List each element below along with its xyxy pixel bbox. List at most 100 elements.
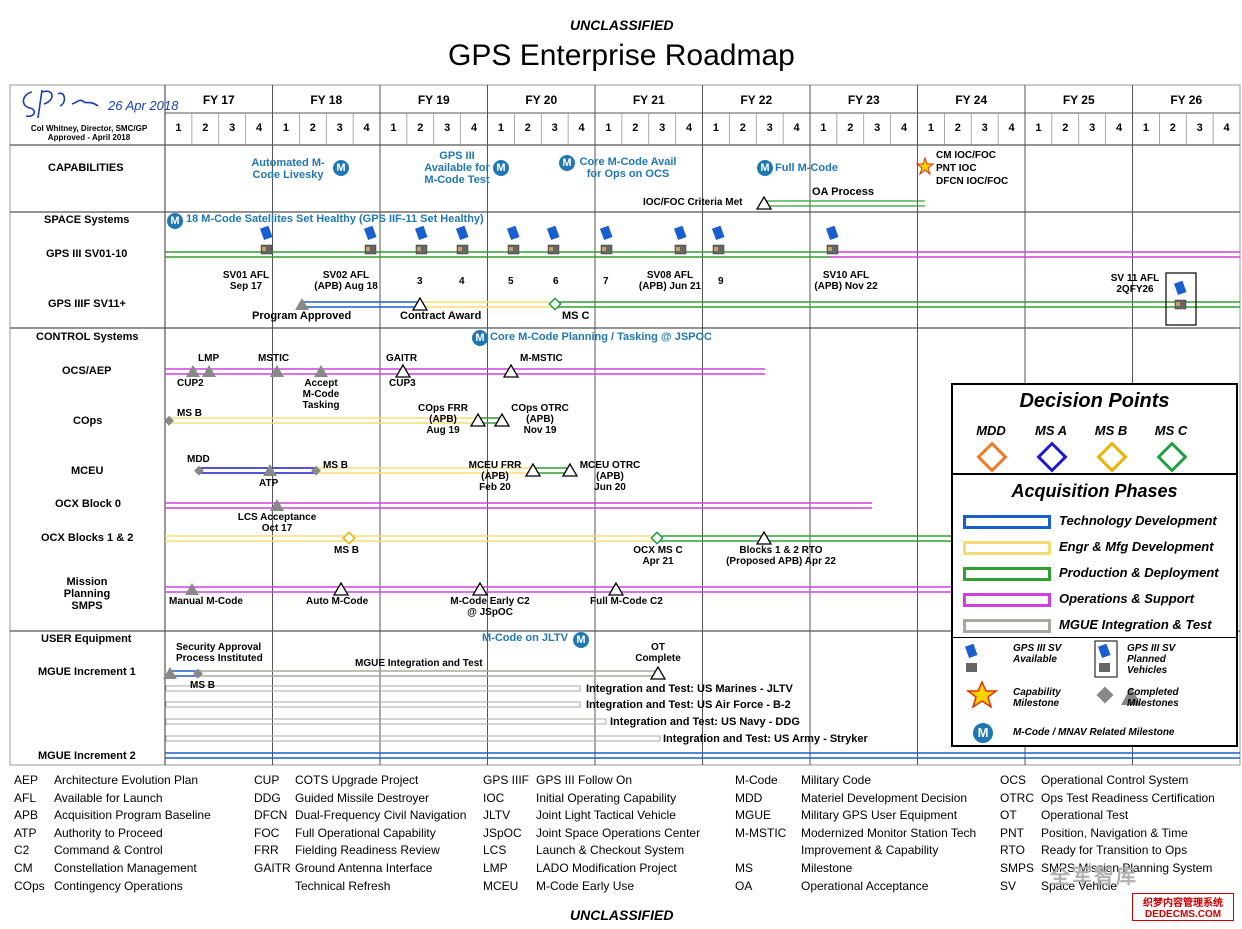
signature-caption: Col Whitney, Director, SMC/GP Approved -… (14, 124, 164, 142)
glossary-definition: Contingency Operations (54, 878, 183, 893)
capability-star-icon (965, 680, 999, 709)
quarter-header: 1 (605, 122, 612, 134)
quarter-header: 4 (256, 122, 263, 134)
glossary-definition: Military Code (801, 773, 872, 787)
decision-point-diamond-icon (1156, 441, 1188, 473)
it-navy: Integration and Test: US Navy - DDG (610, 716, 800, 728)
glossary-abbr: OCS (1000, 773, 1027, 787)
accept-line2: M-Code (302, 389, 340, 400)
legend-capability: Capability Milestone (1013, 687, 1061, 709)
decision-point-label: MS A (1034, 423, 1068, 438)
auto-mcode: Auto M-Code (306, 596, 369, 607)
section-capabilities: CAPABILITIES (48, 162, 124, 174)
quarter-header: 4 (1223, 122, 1230, 134)
security-line2: Process Instituted (176, 653, 263, 664)
mceu-otrc-line1: MCEU OTRC (579, 460, 641, 471)
quarter-header: 2 (1062, 122, 1069, 134)
row-cops: COps (73, 415, 103, 427)
ot-line2: Complete (635, 653, 681, 664)
glossary-definition: Milestone (801, 861, 853, 875)
mcode-icon: M (757, 160, 773, 176)
lcs-line2: Oct 17 (261, 523, 293, 534)
row-gps3f: GPS IIIF SV11+ (48, 298, 126, 310)
quarter-header: 2 (847, 122, 854, 134)
glossary-definition: Position, Navigation & Time (1041, 825, 1188, 840)
ocx-msb: MS B (334, 545, 359, 556)
mgue-it: MGUE Integration and Test (355, 658, 483, 669)
glossary-abbr: GAITR (254, 861, 291, 875)
glossary-definition: Materiel Development Decision (801, 790, 968, 805)
glossary-abbr: DDG (254, 790, 281, 805)
fiscal-year-header: FY 20 (525, 93, 558, 107)
glossary-definition: Authority to Proceed (54, 825, 163, 840)
quarter-header: 3 (874, 122, 881, 134)
ocx-msc-line1: OCX MS C (633, 545, 683, 556)
fiscal-year-header: FY 21 (632, 93, 665, 107)
mcode-icon: M (333, 160, 349, 176)
glossary-abbr: IOC (483, 790, 505, 805)
row-mp-line1: Mission Planning (63, 576, 111, 600)
quarter-header: 2 (202, 122, 209, 134)
sv02-label: SV02 AFL(APB) Aug 18 (310, 270, 382, 292)
lcs-line1: LCS Acceptance (237, 512, 317, 523)
glossary-definition: Architecture Evolution Plan (54, 773, 199, 787)
quarter-header: 4 (901, 122, 908, 134)
glossary-definition: Guided Missile Destroyer (295, 790, 430, 805)
capability-star (915, 156, 935, 176)
glossary-abbr: JSpOC (483, 825, 522, 840)
glossary-definition: Acquisition Program Baseline (54, 808, 211, 823)
mceu-frr-line2: (APB) (481, 471, 509, 482)
sv11-date: 2QFY26 (1116, 284, 1154, 295)
glossary-abbr: OA (735, 878, 753, 893)
mcode-icon: M (167, 213, 183, 229)
phase-swatch (963, 541, 1051, 555)
mceu-otrc-line3: Jun 20 (594, 482, 626, 493)
row-mgue2: MGUE Increment 2 (38, 750, 136, 762)
sv01-date: Sep 17 (229, 281, 263, 292)
row-mceu: MCEU (71, 465, 104, 477)
glossary-definition: Dual-Frequency Civil Navigation (295, 808, 467, 823)
glossary-abbr: MGUE (735, 808, 771, 823)
sv08-label: SV08 AFL(APB) Jun 21 (634, 270, 706, 292)
full-c2: Full M-Code C2 (590, 596, 663, 607)
row-mgue1: MGUE Increment 1 (38, 666, 136, 678)
cap-livesky: Automated M-Code Livesky (251, 157, 325, 181)
quarter-header: 2 (739, 122, 746, 134)
section-user: USER Equipment (41, 633, 132, 645)
classification-top: UNCLASSIFIED (570, 17, 674, 33)
signature-caption-1: Col Whitney, Director, SMC/GP (30, 124, 148, 133)
contract-award: Contract Award (400, 310, 482, 322)
signature-image: 26 Apr 2018 (22, 89, 179, 119)
mcode-icon: M (493, 160, 509, 176)
mdd-label: MDD (187, 454, 210, 465)
quarter-header: 3 (766, 122, 773, 134)
cops-frr-line2: (APB) (429, 414, 457, 425)
fiscal-year-header: FY 26 (1170, 93, 1203, 107)
quarter-header: 4 (471, 122, 478, 134)
msc-diamond (548, 297, 562, 311)
sv08-title: SV08 AFL (646, 270, 694, 281)
phase-swatch (963, 593, 1051, 607)
fiscal-year-header: FY 18 (310, 93, 343, 107)
row-ocx12: OCX Blocks 1 & 2 (41, 532, 134, 544)
mceu-otrc-line2: (APB) (596, 471, 624, 482)
glossary-abbr: JLTV (483, 808, 511, 823)
cops-frr-line1: COps FRR (418, 403, 468, 414)
glossary-definition: Operational Acceptance (801, 878, 929, 893)
glossary-definition: Joint Space Operations Center (536, 825, 701, 840)
early-c2: M-Code Early C2@ JSpOC (440, 596, 540, 618)
program-approved-milestone (295, 298, 309, 310)
sv01-title: SV01 AFL (222, 270, 270, 281)
cops-frr: COps FRR(APB)Aug 19 (412, 403, 474, 436)
lmp-label: LMP (198, 353, 220, 364)
glossary-abbr: OT (1000, 808, 1017, 823)
glossary-abbr: M-Code (735, 773, 778, 787)
sv10-title: SV10 AFL (822, 270, 870, 281)
jltv-mcode: M-Code on JLTV (482, 632, 568, 644)
fiscal-year-header: FY 23 (847, 93, 880, 107)
cup3-label: CUP3 (389, 378, 416, 389)
sv9-label: 9 (718, 276, 724, 287)
cap-gps3: GPS III Available for M-Code Test (424, 150, 490, 186)
